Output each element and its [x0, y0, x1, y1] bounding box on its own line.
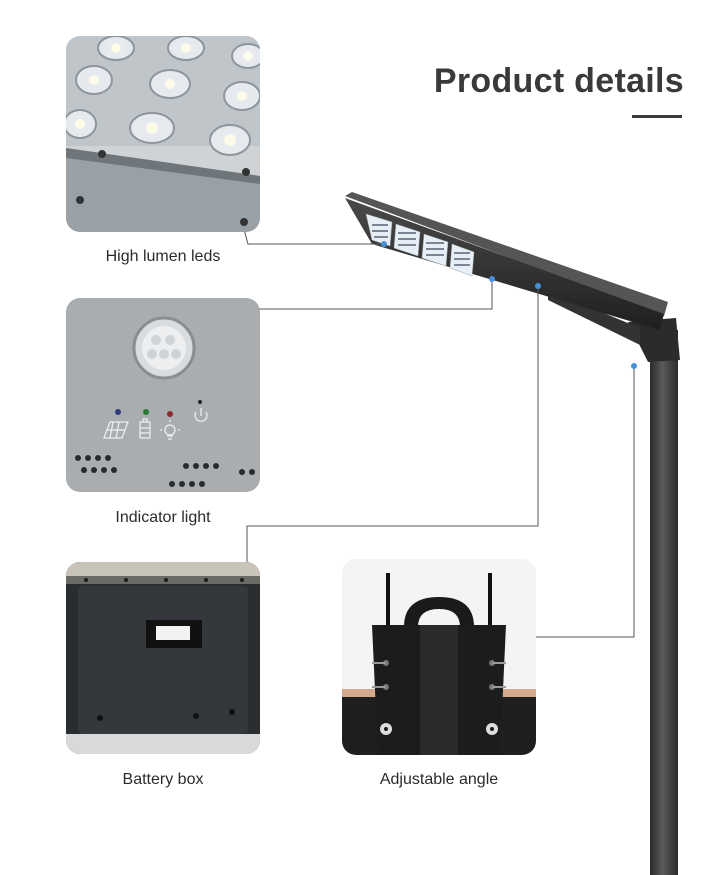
- page-title: Product details: [433, 62, 684, 100]
- power-icon: [194, 408, 208, 422]
- caption-adjustable-angle: Adjustable angle: [379, 771, 499, 788]
- indicator-led-green: [143, 409, 149, 415]
- lamp-head: [345, 192, 668, 316]
- photo-high-lumen-leds: [66, 36, 260, 232]
- bulb-icon: [160, 420, 180, 440]
- caption-battery-box: Battery box: [122, 771, 204, 788]
- led-lens-array: [66, 36, 260, 156]
- solar-panel-icon: [103, 421, 129, 439]
- lamp-bracket: [628, 318, 680, 362]
- lamp-pole: [650, 330, 678, 875]
- caption-indicator-light: Indicator light: [115, 509, 211, 526]
- photo-battery-box: [66, 562, 260, 754]
- photo-adjustable-angle: [342, 559, 536, 755]
- photo-indicator-light: [66, 298, 260, 492]
- battery-icon: [139, 418, 151, 439]
- caption-high-lumen-leds: High lumen leds: [105, 248, 221, 265]
- indicator-led-red: [167, 411, 173, 417]
- connector-lines: [240, 221, 635, 638]
- indicator-led-blue: [115, 409, 121, 415]
- mounting-arc: [404, 597, 474, 627]
- title-underline: [632, 115, 682, 118]
